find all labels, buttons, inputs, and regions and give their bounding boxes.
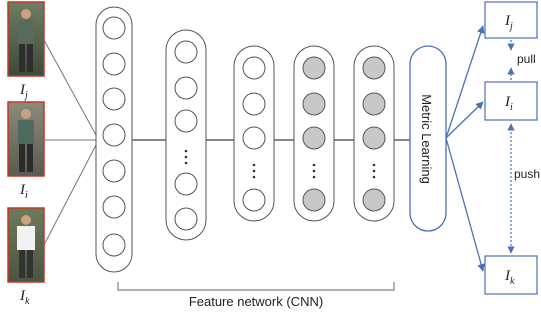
- image-label-k: Ik: [19, 288, 30, 307]
- push-label: push: [514, 167, 540, 181]
- metric-learning-block: Metric Learning: [409, 45, 447, 232]
- image-label-j: Ij: [19, 82, 28, 101]
- network-bracket: [117, 282, 395, 291]
- cnn-layer-1: [95, 6, 133, 273]
- output-box-j: Ij: [484, 1, 538, 39]
- cnn-layer-4: [293, 45, 335, 222]
- metric-learning-label: Metric Learning: [419, 94, 434, 184]
- network-caption: Feature network (CNN): [189, 294, 323, 309]
- input-image-i: [7, 101, 45, 177]
- cnn-layer-5: [353, 45, 395, 222]
- svg-text:Ik: Ik: [504, 268, 515, 287]
- image-to-network-connectors: [43, 39, 97, 246]
- metric-to-output-arrows: [445, 25, 485, 272]
- input-image-k: [7, 207, 45, 283]
- svg-text:Ij: Ij: [504, 13, 513, 32]
- output-box-i: Ii: [484, 81, 538, 121]
- cnn-layer-3: [233, 45, 275, 222]
- cnn-layer-2: [165, 29, 207, 241]
- input-image-j: [7, 1, 45, 77]
- pull-label: pull: [517, 52, 536, 66]
- svg-text:Ii: Ii: [504, 94, 513, 113]
- output-box-k: Ik: [484, 255, 538, 295]
- image-label-i: Ii: [19, 182, 28, 201]
